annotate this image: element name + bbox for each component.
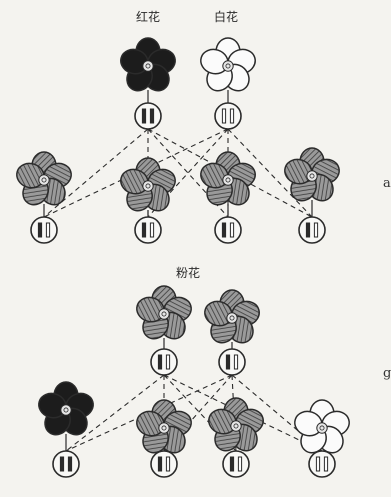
dominant-chromosome [221, 222, 227, 238]
parent-genotype [218, 348, 246, 376]
white-flower-label: 白花 [214, 10, 239, 24]
flower-center [226, 312, 238, 324]
flower-pistil [309, 173, 315, 179]
pink-flower-label: 粉花 [176, 266, 201, 280]
flower-pistil [229, 315, 235, 321]
dominant-chromosome [229, 456, 235, 472]
flower-center [60, 404, 72, 416]
recessive-chromosome [237, 456, 243, 472]
flower-pistil [161, 311, 167, 317]
cross-line [43, 128, 149, 218]
dominant-chromosome [141, 222, 147, 238]
flower-center [158, 308, 170, 320]
dominant-chromosome [305, 222, 311, 238]
dominant-chromosome [141, 108, 147, 124]
flower-pistil [41, 177, 47, 183]
offspring-genotype [222, 450, 250, 478]
panel-a-label: a [383, 176, 391, 191]
cell-circle [298, 216, 326, 244]
parent-flower-red [120, 37, 176, 92]
cell-circle [52, 450, 80, 478]
offspring-genotype [30, 216, 58, 244]
dominant-chromosome [157, 354, 163, 370]
flower-center [222, 60, 234, 72]
dominant-chromosome [225, 354, 231, 370]
offspring-flower-pink [16, 151, 72, 206]
parent-genotype [150, 348, 178, 376]
cell-circle [134, 102, 162, 130]
offspring-genotype [134, 216, 162, 244]
flower-pistil [319, 425, 325, 431]
offspring-flower-white [294, 399, 350, 454]
recessive-chromosome [45, 222, 51, 238]
flower-pistil [161, 425, 167, 431]
offspring-flower-pink [208, 397, 264, 452]
parent-flower-pink [136, 285, 192, 340]
flower-pistil [225, 177, 231, 183]
dominant-chromosome [149, 108, 155, 124]
offspring-flower-pink [136, 399, 192, 454]
parent-genotype [214, 102, 242, 130]
flower-center [222, 174, 234, 186]
recessive-chromosome [165, 354, 171, 370]
flower-center [142, 60, 154, 72]
cell-circle [134, 216, 162, 244]
cell-circle [214, 216, 242, 244]
offspring-genotype [214, 216, 242, 244]
offspring-flower-pink [200, 151, 256, 206]
cell-circle [214, 102, 242, 130]
cell-circle [150, 450, 178, 478]
parent-flower-white [200, 37, 256, 92]
offspring-genotype [52, 450, 80, 478]
offspring-flower-pink [120, 157, 176, 212]
cross-line [227, 128, 313, 218]
flower-pistil [233, 423, 239, 429]
parent-genotype [134, 102, 162, 130]
offspring-flower-pink [284, 147, 340, 202]
parent-flower-pink [204, 289, 260, 344]
recessive-chromosome [149, 222, 155, 238]
cell-circle [218, 348, 246, 376]
offspring-genotype [150, 450, 178, 478]
cross-line [65, 374, 165, 452]
flower-center [158, 422, 170, 434]
dominant-chromosome [67, 456, 73, 472]
offspring-genotype [308, 450, 336, 478]
recessive-chromosome [221, 108, 227, 124]
flower-pistil [145, 63, 151, 69]
offspring-flower-red [38, 381, 94, 436]
flower-center [230, 420, 242, 432]
offspring-genotype [298, 216, 326, 244]
cell-circle [30, 216, 58, 244]
flower-pistil [145, 183, 151, 189]
cross-line [231, 374, 323, 452]
recessive-chromosome [323, 456, 329, 472]
cross-line [163, 374, 323, 452]
red-flower-label: 红花 [136, 10, 161, 24]
flower-pistil [225, 63, 231, 69]
flower-pistil [63, 407, 69, 413]
recessive-chromosome [229, 108, 235, 124]
recessive-chromosome [229, 222, 235, 238]
flower-center [316, 422, 328, 434]
cell-circle [308, 450, 336, 478]
recessive-chromosome [313, 222, 319, 238]
flower-center [38, 174, 50, 186]
dominant-chromosome [157, 456, 163, 472]
recessive-chromosome [233, 354, 239, 370]
dominant-chromosome [37, 222, 43, 238]
dominant-chromosome [59, 456, 65, 472]
recessive-chromosome [165, 456, 171, 472]
recessive-chromosome [315, 456, 321, 472]
cell-circle [150, 348, 178, 376]
panel-b-label: g [383, 366, 391, 381]
flower-center [142, 180, 154, 192]
flower-center [306, 170, 318, 182]
cell-circle [222, 450, 250, 478]
